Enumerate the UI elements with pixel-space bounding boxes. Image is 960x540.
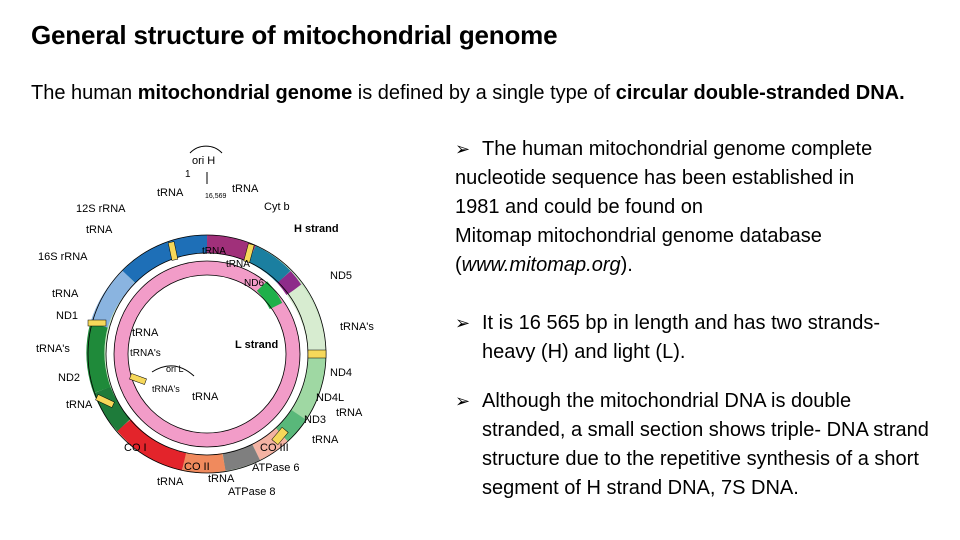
- nd3-label: ND3: [304, 414, 326, 426]
- co3-label: CO III: [260, 442, 289, 454]
- trna-label: tRNA: [336, 407, 363, 419]
- intro-paragraph: The human mitochondrial genome is define…: [31, 79, 931, 108]
- arrow-bullet-icon: ➢: [455, 135, 470, 164]
- nd1-label: ND1: [56, 310, 78, 322]
- h-strand-label: H strand: [294, 223, 339, 235]
- cytb-label: Cyt b: [264, 201, 290, 213]
- atp8-label: ATPase 8: [228, 486, 276, 498]
- co2-label: CO II: [184, 461, 210, 473]
- bullet-list: ➢ The human mitochondrial genome complet…: [455, 135, 935, 503]
- arrow-bullet-icon: ➢: [455, 309, 470, 338]
- rrna16-label: 16S rRNA: [38, 251, 88, 263]
- trna-label: tRNA: [66, 399, 93, 411]
- trna-label: tRNA: [232, 183, 259, 195]
- nd6-label: ND6: [244, 278, 264, 289]
- position-one-label: 1: [185, 169, 191, 180]
- ori-h-label: ori H: [192, 155, 215, 167]
- nd5-label: ND5: [330, 270, 352, 282]
- atp6-label: ATPase 6: [252, 462, 300, 474]
- bullet-item: ➢ Although the mitochondrial DNA is doub…: [455, 387, 935, 503]
- trna-label: tRNA: [226, 259, 250, 270]
- trnas-label: tRNA's: [130, 348, 161, 359]
- rrna12-label: 12S rRNA: [76, 203, 126, 215]
- trna-label: tRNA: [202, 246, 226, 257]
- trnas-label: tRNA's: [152, 384, 180, 394]
- trna-label: tRNA: [52, 288, 79, 300]
- bullet-item: ➢ It is 16 565 bp in length and has two …: [455, 309, 935, 367]
- trna-label: tRNA: [208, 473, 235, 485]
- trna-label: tRNA: [192, 391, 219, 403]
- bullet-item: ➢ The human mitochondrial genome complet…: [455, 135, 935, 280]
- nd4l-label: ND4L: [316, 392, 344, 404]
- trna-label: tRNA: [157, 476, 184, 488]
- arrow-bullet-icon: ➢: [455, 387, 470, 416]
- trna-label: tRNA: [86, 224, 113, 236]
- trna-label: tRNA: [132, 327, 159, 339]
- trna-label: tRNA: [312, 434, 339, 446]
- trna-label: tRNA: [157, 187, 184, 199]
- trnas-label: tRNA's: [36, 343, 70, 355]
- ori-l-label: ori L: [166, 364, 184, 374]
- trnas-label: tRNA's: [340, 321, 374, 333]
- nd2-label: ND2: [58, 372, 80, 384]
- position-16569-label: 16,569: [205, 193, 227, 200]
- co1-label: CO I: [124, 442, 147, 454]
- l-strand-label: L strand: [235, 339, 278, 351]
- mitochondrial-genome-diagram: ori H 1 16,569 tRNA tRNA Cyt b H strand …: [24, 140, 394, 500]
- nd4-label: ND4: [330, 367, 352, 379]
- page-title: General structure of mitochondrial genom…: [31, 20, 557, 51]
